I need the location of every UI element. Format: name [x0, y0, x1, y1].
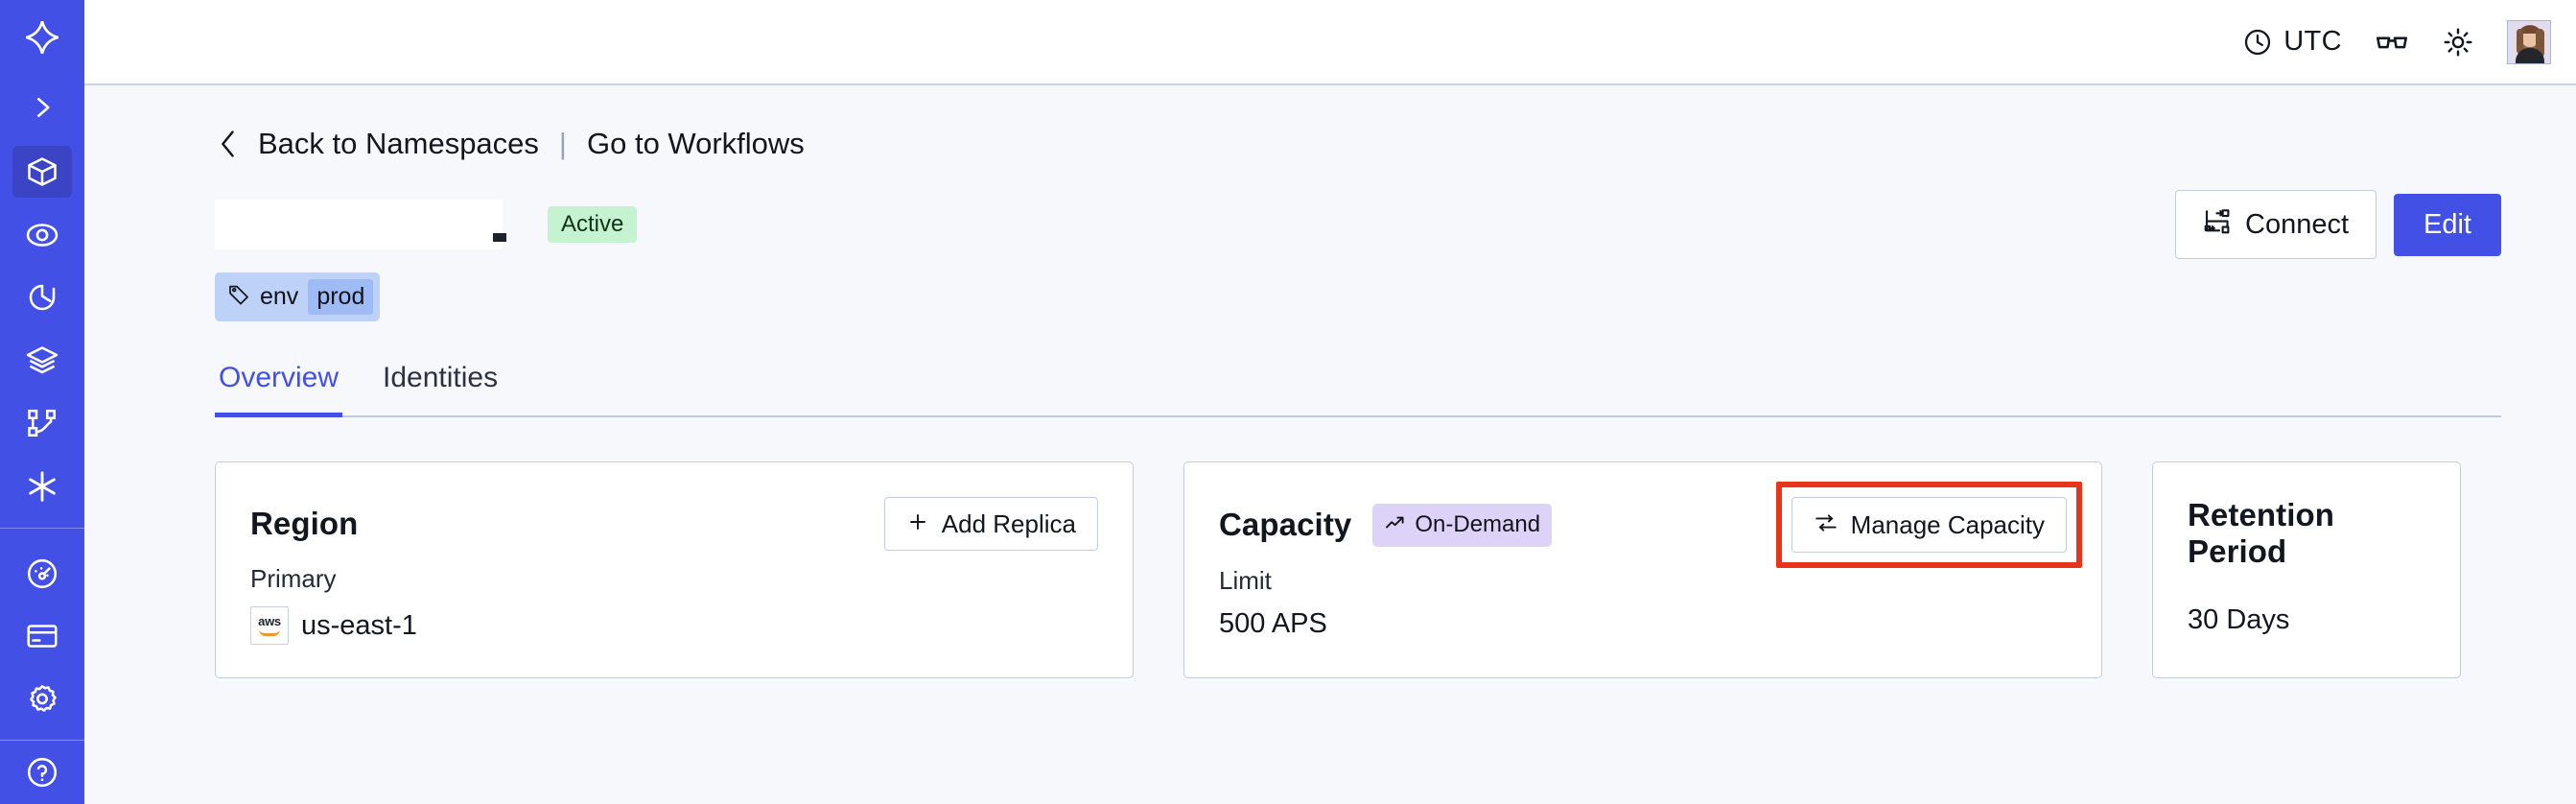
sidebar-item-workflows[interactable]	[0, 392, 84, 456]
breadcrumb-workflows-link[interactable]: Go to Workflows	[586, 127, 805, 160]
sidebar-divider-2	[0, 740, 84, 742]
tab-overview[interactable]: Overview	[215, 358, 343, 417]
workflow-graph-icon	[12, 397, 72, 449]
namespace-tag[interactable]: env prod	[215, 272, 381, 321]
capacity-card-action: Manage Capacity	[1775, 482, 2082, 568]
breadcrumb: Back to Namespaces | Go to Workflows	[215, 127, 2501, 161]
page-title-row: Active	[215, 190, 2501, 259]
add-replica-label: Add Replica	[941, 509, 1076, 538]
region-primary-label: Primary	[250, 564, 337, 593]
sun-icon[interactable]	[2442, 26, 2474, 59]
clock-icon	[2242, 27, 2273, 58]
layers-icon	[12, 335, 72, 387]
glasses-icon[interactable]	[2375, 25, 2409, 59]
tag-row: env prod	[215, 272, 2501, 321]
region-card-action: Add Replica	[883, 497, 1098, 551]
breadcrumb-separator: |	[558, 127, 567, 160]
sidebar-item-monitoring[interactable]	[0, 203, 84, 267]
capacity-limit-label: Limit	[1219, 566, 1272, 595]
sidebar-item-billing[interactable]	[0, 604, 84, 668]
retention-card-header: Retention Period	[2188, 497, 2425, 570]
connect-button-label: Connect	[2245, 208, 2350, 240]
manage-capacity-label: Manage Capacity	[1850, 510, 2045, 539]
credit-card-icon	[12, 610, 72, 662]
region-primary-value: aws us-east-1	[250, 606, 1098, 645]
top-bar: UTC	[84, 0, 2576, 85]
sidebar-item-settings[interactable]	[0, 668, 84, 731]
sidebar	[0, 0, 84, 804]
edit-button[interactable]: Edit	[2394, 193, 2501, 256]
aws-logo-text: aws	[258, 614, 281, 628]
page-title	[215, 200, 503, 249]
avatar-body	[2516, 47, 2544, 63]
sidebar-item-support[interactable]	[0, 741, 84, 804]
region-card-header: Region Add Replica	[250, 497, 1098, 551]
temporal-logo-icon	[12, 12, 72, 63]
gauge-icon	[12, 548, 72, 600]
region-card-title: Region	[250, 506, 359, 541]
timezone-selector[interactable]: UTC	[2242, 26, 2342, 58]
tab-identities[interactable]: Identities	[383, 362, 499, 393]
capacity-limit-value: 500 APS	[1219, 608, 1327, 639]
on-demand-badge-label: On-Demand	[1415, 511, 1541, 537]
aws-logo-icon: aws	[250, 606, 289, 645]
capacity-card-header: Capacity On-Demand	[1219, 482, 2082, 568]
avatar-hair-right	[2536, 28, 2544, 58]
retention-card: Retention Period 30 Days	[2152, 461, 2461, 678]
on-demand-badge: On-Demand	[1372, 503, 1553, 547]
avatar-hair-left	[2517, 28, 2523, 54]
connect-nodes-icon	[2203, 207, 2232, 242]
retention-value: 30 Days	[2188, 604, 2290, 635]
timezone-label: UTC	[2283, 26, 2342, 57]
manage-capacity-button[interactable]: Manage Capacity	[1791, 497, 2067, 553]
edit-button-label: Edit	[2424, 208, 2471, 240]
sidebar-item-expand[interactable]	[0, 74, 84, 140]
main-region: UTC	[84, 0, 2576, 804]
region-value-text: us-east-1	[301, 609, 417, 641]
aws-logo-smile	[259, 629, 280, 636]
tab-bar: Overview Identities	[215, 358, 2501, 417]
region-card: Region Add Replica	[215, 461, 1134, 678]
retention-card-title: Retention Period	[2188, 497, 2335, 569]
top-bar-actions: UTC	[2242, 19, 2551, 64]
trending-up-icon	[1384, 511, 1407, 539]
chevron-right-icon	[12, 82, 72, 133]
page-content: Back to Namespaces | Go to Workflows Act…	[84, 85, 2576, 804]
gear-icon	[12, 674, 72, 725]
sidebar-item-history[interactable]	[0, 267, 84, 330]
asterisk-icon	[12, 461, 72, 512]
chevron-left-icon[interactable]	[215, 127, 242, 161]
tag-icon	[227, 283, 250, 311]
sidebar-item-usage[interactable]	[0, 542, 84, 605]
eye-spiral-icon	[12, 209, 72, 261]
help-circle-icon	[12, 746, 72, 798]
tag-value: prod	[308, 279, 374, 315]
sidebar-item-integrations[interactable]	[0, 455, 84, 518]
clock-rewind-icon	[12, 272, 72, 323]
sidebar-item-layers[interactable]	[0, 329, 84, 392]
plus-icon	[906, 510, 929, 537]
capacity-card-title: Capacity	[1219, 507, 1352, 542]
page-title-actions: Connect Edit	[2175, 190, 2501, 259]
page-title-glyph	[493, 232, 506, 242]
sliders-icon	[1814, 510, 1838, 539]
sidebar-item-namespaces[interactable]	[0, 141, 84, 204]
avatar[interactable]	[2507, 19, 2551, 64]
capacity-card: Capacity On-Demand	[1183, 461, 2102, 678]
status-badge: Active	[548, 206, 638, 243]
overview-cards: Region Add Replica	[215, 461, 2501, 678]
connect-button[interactable]: Connect	[2175, 190, 2377, 259]
add-replica-button[interactable]: Add Replica	[883, 497, 1098, 551]
cube-icon	[12, 146, 72, 199]
avatar-fringe	[2521, 25, 2539, 34]
breadcrumb-back-link[interactable]: Back to Namespaces	[258, 127, 539, 160]
sidebar-item-logo[interactable]	[0, 0, 84, 74]
tag-key: env	[260, 283, 299, 310]
sidebar-divider-1	[0, 527, 84, 529]
